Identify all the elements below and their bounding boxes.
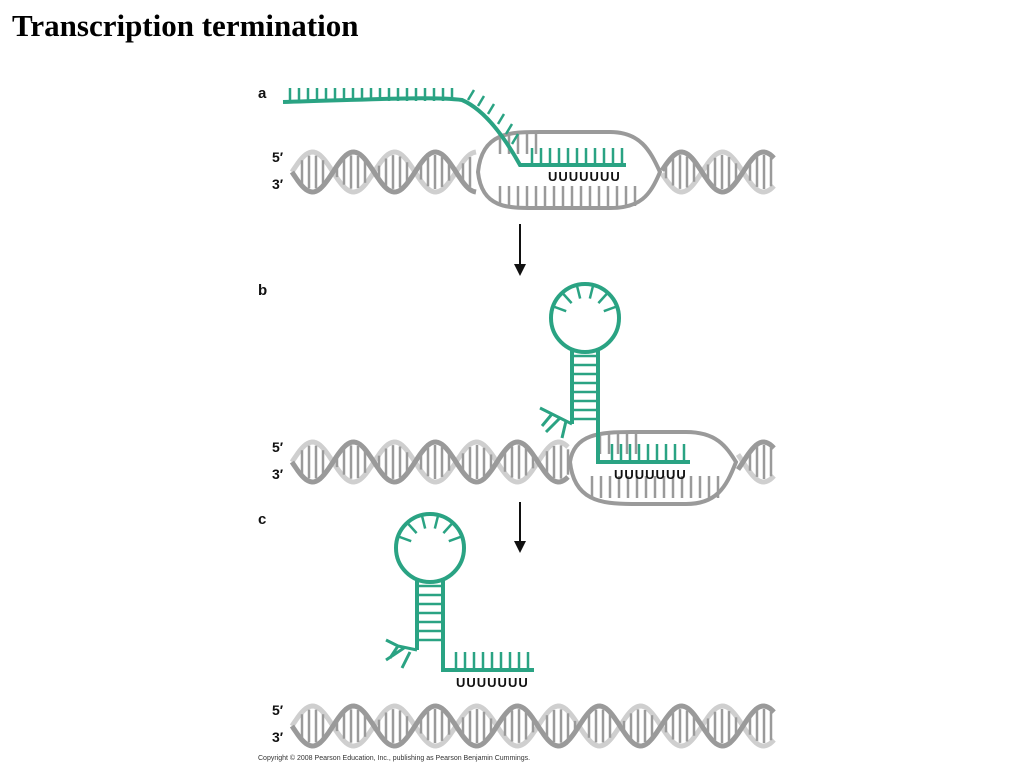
panel-b: b 5′ 3′ UUUUUUU <box>258 282 776 506</box>
panel-a-rna-bases <box>288 88 624 165</box>
panel-b-dna-helix <box>289 439 776 485</box>
panel-b-3prime-label: 3′ <box>272 466 284 482</box>
panel-a-3prime-label: 3′ <box>272 176 284 192</box>
panel-a: a 5′ 3′ UUUUUUU <box>258 85 776 211</box>
panel-c-letter: c <box>258 511 266 528</box>
panel-c: c UUUUUUU 5′ 3′ <box>258 511 776 749</box>
panel-a-5prime-label: 5′ <box>272 149 284 165</box>
panel-b-bubble-bases <box>590 434 720 498</box>
panel-c-rna-5prime-end <box>385 638 418 669</box>
panel-a-transcription-bubble <box>475 130 663 211</box>
panel-b-u-tract: UUUUUUU <box>614 467 687 482</box>
panel-c-rna-hairpin <box>415 578 534 672</box>
panel-b-letter: b <box>258 282 267 299</box>
panel-b-hairpin-loop <box>549 282 621 354</box>
panel-b-transcription-bubble <box>567 430 739 506</box>
panel-a-letter: a <box>258 85 267 102</box>
panel-b-5prime-label: 5′ <box>272 439 284 455</box>
page-title: Transcription termination <box>12 8 359 43</box>
panel-a-dna-helix <box>289 149 776 195</box>
copyright-notice: Copyright © 2008 Pearson Education, Inc.… <box>258 754 530 762</box>
panel-c-hairpin-bases <box>397 514 530 670</box>
panel-b-rna-hairpin <box>570 348 690 464</box>
arrow-a-to-b <box>514 224 526 276</box>
panel-c-3prime-label: 3′ <box>272 729 284 745</box>
panel-a-u-tract: UUUUUUU <box>548 169 621 184</box>
panel-c-dna-helix <box>289 703 776 749</box>
panel-c-5prime-label: 5′ <box>272 702 284 718</box>
panel-c-hairpin-loop <box>394 512 466 584</box>
panel-b-hairpin-bases <box>552 284 686 462</box>
panel-b-rna-5prime-end <box>539 406 573 439</box>
panel-c-u-tract: UUUUUUU <box>456 675 529 690</box>
arrow-b-to-c <box>514 502 526 553</box>
